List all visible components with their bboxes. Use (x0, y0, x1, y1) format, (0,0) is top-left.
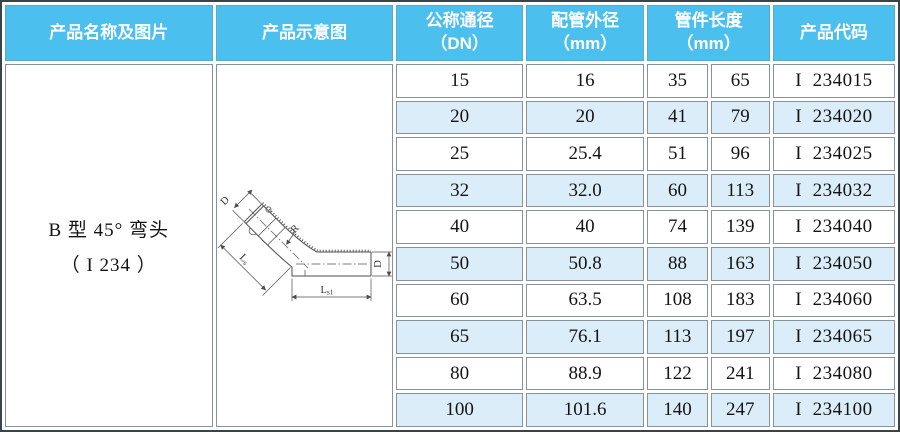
cell-product-code: I 234060 (772, 283, 895, 318)
cell-length-2: 79 (710, 100, 770, 135)
cell-dn: 40 (396, 210, 523, 244)
cell-product-code: I 234100 (772, 393, 895, 427)
elbow-45-technical-drawing: D Ls R D (217, 189, 393, 301)
cell-pipe-od: 88.9 (525, 356, 645, 391)
table-row: 80 88.9 122 241 I 234080 (5, 356, 895, 391)
table-row: 20 20 41 79 I 234020 (5, 100, 895, 135)
pipe-surface-texture (261, 201, 371, 252)
pipe-notch-detail (248, 227, 256, 235)
header-product-name: 产品名称及图片 (5, 5, 213, 61)
cell-length-1: 113 (647, 320, 708, 354)
header-product-code: 产品代码 (772, 5, 895, 61)
cell-pipe-od: 25.4 (525, 137, 645, 171)
cell-pipe-od: 32.0 (525, 173, 645, 208)
cell-length-2: 241 (710, 356, 770, 391)
cell-product-code: I 234015 (772, 64, 895, 98)
cell-dn: 32 (396, 173, 523, 208)
center-lines (248, 208, 369, 268)
header-row: 产品名称及图片 产品示意图 公称通径（DN） 配管外径（mm） 管件长度（mm）… (5, 5, 895, 61)
cell-dn: 50 (396, 246, 523, 281)
cell-length-2: 139 (710, 210, 770, 244)
table-row: 25 25.4 51 96 I 234025 (5, 137, 895, 171)
cell-dn: 20 (396, 100, 523, 135)
pipe-outer-edge (260, 203, 371, 252)
table-row: 32 32.0 60 113 I 234032 (5, 173, 895, 208)
cell-length-2: 247 (710, 393, 770, 427)
pipe-inner-edge (243, 220, 371, 276)
dim-label-d-right: D (373, 259, 384, 267)
cell-product-code: I 234065 (772, 320, 895, 354)
cell-length-1: 108 (647, 283, 708, 318)
header-pipe-od: 配管外径（mm） (525, 5, 645, 61)
cell-product-code: I 234032 (772, 173, 895, 208)
dim-label-ls1: Ls1 (320, 285, 333, 297)
dim-label-ls: Ls (236, 252, 251, 267)
cell-length-1: 88 (647, 246, 708, 281)
cell-pipe-od: 40 (525, 210, 645, 244)
cell-product-code: I 234080 (772, 356, 895, 391)
cell-length-2: 65 (710, 64, 770, 98)
dim-line-d-top (233, 189, 252, 208)
cell-dn: 25 (396, 137, 523, 171)
radius-leader-line (285, 231, 295, 245)
cell-length-1: 122 (647, 356, 708, 391)
cell-pipe-od: 20 (525, 100, 645, 135)
table-row: 100 101.6 140 247 I 234100 (5, 393, 895, 427)
cell-dn: 60 (396, 283, 523, 318)
table-row: 50 50.8 88 163 I 234050 (5, 246, 895, 281)
cell-product-code: I 234050 (772, 246, 895, 281)
cell-pipe-od: 16 (525, 64, 645, 98)
cell-product-code: I 234025 (772, 137, 895, 171)
cell-product-code: I 234040 (772, 210, 895, 244)
cell-length-2: 96 (710, 137, 770, 171)
cell-length-2: 183 (710, 283, 770, 318)
product-model: （ I 234 ） (60, 254, 157, 276)
pipe-segment-lines (257, 217, 305, 276)
cell-dn: 100 (396, 393, 523, 427)
cell-length-1: 51 (647, 137, 708, 171)
table-row: 65 76.1 113 197 I 234065 (5, 320, 895, 354)
dim-label-d-top: D (218, 194, 231, 207)
table-row: B 型 45° 弯头 （ I 234 ） (5, 64, 895, 427)
cell-length-1: 41 (647, 100, 708, 135)
cell-length-2: 163 (710, 246, 770, 281)
cell-dn: 15 (396, 64, 523, 98)
dim-extension-ls (217, 222, 291, 296)
product-name-cell: B 型 45° 弯头 （ I 234 ） (5, 64, 213, 427)
cell-length-1: 60 (647, 173, 708, 208)
cell-pipe-od: 50.8 (525, 246, 645, 281)
cell-dn: 65 (396, 320, 523, 354)
header-diagram: 产品示意图 (215, 5, 394, 61)
cell-pipe-od: 101.6 (525, 393, 645, 427)
cell-length-1: 74 (647, 210, 708, 244)
header-nominal-diameter: 公称通径（DN） (396, 5, 523, 61)
cell-length-2: 197 (710, 320, 770, 354)
dim-label-r: R (288, 222, 301, 235)
cell-length-1: 35 (647, 64, 708, 98)
table-row: 60 63.5 108 183 I 234060 (5, 283, 895, 318)
header-fitting-length: 管件长度（mm） (647, 5, 770, 61)
cell-pipe-od: 63.5 (525, 283, 645, 318)
product-name: B 型 45° 弯头 (48, 219, 170, 241)
cell-length-2: 113 (710, 173, 770, 208)
cell-product-code: I 234020 (772, 100, 895, 135)
cell-dn: 80 (396, 356, 523, 391)
dim-line-ls (219, 244, 266, 290)
cell-length-1: 140 (647, 393, 708, 427)
weld-bead-detail (265, 206, 271, 212)
cell-pipe-od: 76.1 (525, 320, 645, 354)
product-diagram-cell: D Ls R D (215, 64, 394, 427)
table-row: 40 40 74 139 I 234040 (5, 210, 895, 244)
